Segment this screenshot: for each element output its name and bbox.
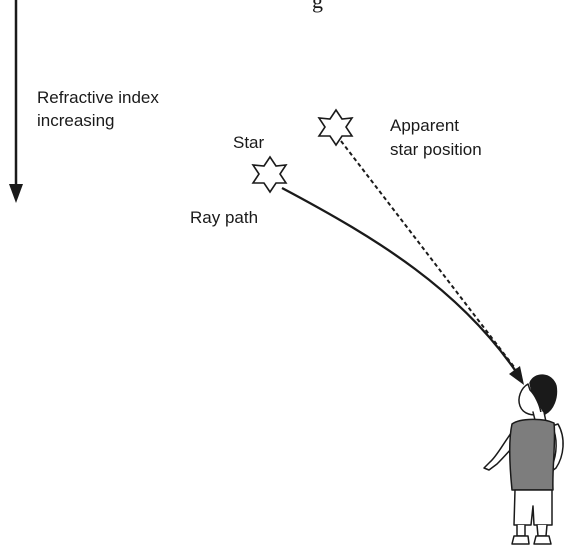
ray-path-curve — [281, 186, 518, 374]
apparent-star-icon — [317, 108, 354, 147]
star-label: Star — [233, 133, 265, 152]
arrow-label-line1: Refractive index — [37, 88, 159, 107]
observer-face — [518, 383, 542, 416]
star-icon — [251, 155, 288, 194]
apparent-position-label-line2: star position — [390, 140, 482, 159]
refractive-index-arrow — [9, 0, 23, 203]
observer-left-leg — [516, 524, 526, 537]
observer-shorts — [513, 489, 553, 526]
arrow-label-line2: increasing — [37, 111, 115, 130]
observer-shirt — [508, 418, 556, 491]
observer-right-leg — [536, 524, 548, 537]
apparent-sight-line — [340, 140, 522, 377]
observer-figure — [483, 374, 564, 545]
ray-path-label: Ray path — [190, 208, 258, 227]
clipped-heading-glyph: g — [312, 0, 323, 13]
observer-right-shoe — [533, 535, 552, 545]
apparent-position-label-line1: Apparent — [390, 116, 459, 135]
observer-left-shoe — [511, 535, 530, 545]
ray-arrowhead — [509, 366, 524, 385]
